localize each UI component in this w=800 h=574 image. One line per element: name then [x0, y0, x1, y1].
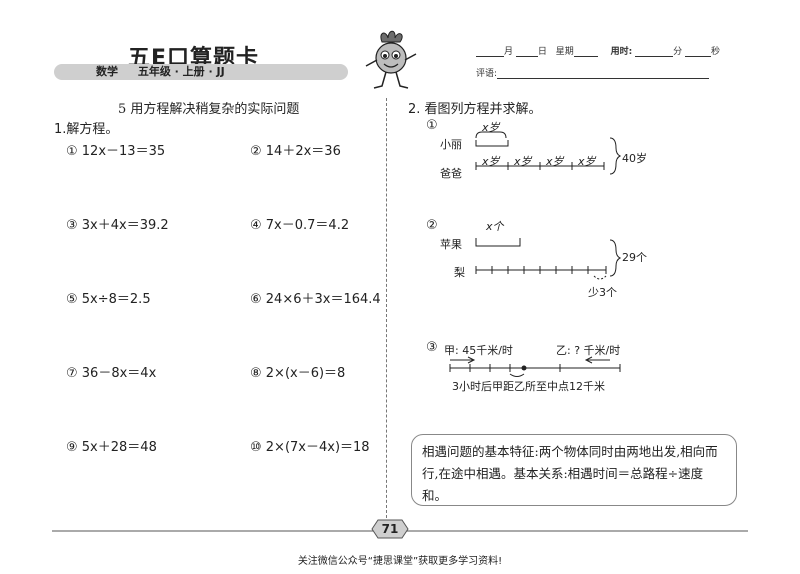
d1-seg-label: x岁 [514, 155, 532, 168]
diagram3-number: ③ [426, 340, 438, 355]
d1-seg-label: x岁 [546, 155, 564, 168]
d2-total: 29个 [622, 251, 647, 264]
d1-row1-label: 小丽 [440, 138, 462, 151]
d2-top-label: x个 [486, 220, 504, 233]
page-number: 71 [381, 522, 399, 536]
d1-seg-label: x岁 [482, 155, 500, 168]
review-line: 评语: [476, 66, 710, 79]
d3-jia: 甲: 45千米/时 [444, 344, 513, 357]
d1-total: 40岁 [622, 152, 647, 165]
subject-label: 数学 [96, 65, 118, 78]
equation: ⑨ 5x＋28＝48 [66, 440, 157, 455]
diagram1-bars [475, 131, 622, 175]
tip-box: 相遇问题的基本特征:两个物体同时由两地出发,相向而行,在途中相遇。基本关系:相遇… [411, 434, 737, 506]
equation: ③ 3x＋4x＝39.2 [66, 218, 169, 233]
diagram1-number: ① [426, 118, 438, 133]
question2-label: 2. 看图列方程并求解。 [408, 102, 542, 117]
diagram2-number: ② [426, 218, 438, 233]
diagram3-track [449, 356, 621, 377]
d1-row2-label: 爸爸 [440, 167, 462, 180]
equation: ① 12x－13＝35 [66, 144, 166, 159]
footer-note: 关注微信公众号“捷思课堂”获取更多学习资料! [297, 556, 503, 567]
d1-seg-label: x岁 [578, 155, 596, 168]
question1-label: 1.解方程。 [54, 122, 119, 137]
d2-less: 少3个 [588, 286, 617, 299]
d2-row2-label: 梨 [454, 266, 465, 279]
diagram2-bars [475, 238, 622, 280]
d3-yi: 乙: ? 千米/时 [556, 344, 621, 357]
equation: ② 14＋2x＝36 [250, 144, 341, 159]
d3-note: 3小时后甲距乙所至中点12千米 [452, 380, 605, 393]
equation: ⑥ 24×6＋3x＝164.4 [250, 292, 381, 307]
subject-bar: 数学 五年级 · 上册 · JJ [54, 64, 348, 80]
date-line: 月 日 星期 用时: 分 秒 [476, 44, 720, 57]
equation: ④ 7x－0.7＝4.2 [250, 218, 350, 233]
grade-info: 五年级 · 上册 · JJ [137, 65, 225, 78]
equation: ⑤ 5x÷8＝2.5 [66, 292, 151, 307]
d2-row1-label: 苹果 [440, 238, 462, 251]
page-number-badge-icon [371, 519, 409, 539]
column-divider [386, 98, 387, 518]
d1-top-label: x岁 [482, 121, 500, 134]
section-title: 5 用方程解决稍复杂的实际问题 [118, 102, 300, 117]
equation: ⑦ 36－8x＝4x [66, 366, 157, 381]
mascot-icon [365, 30, 417, 89]
equation: ⑧ 2×(x－6)＝8 [250, 366, 346, 381]
equation: ⑩ 2×(7x－4x)＝18 [250, 440, 370, 455]
